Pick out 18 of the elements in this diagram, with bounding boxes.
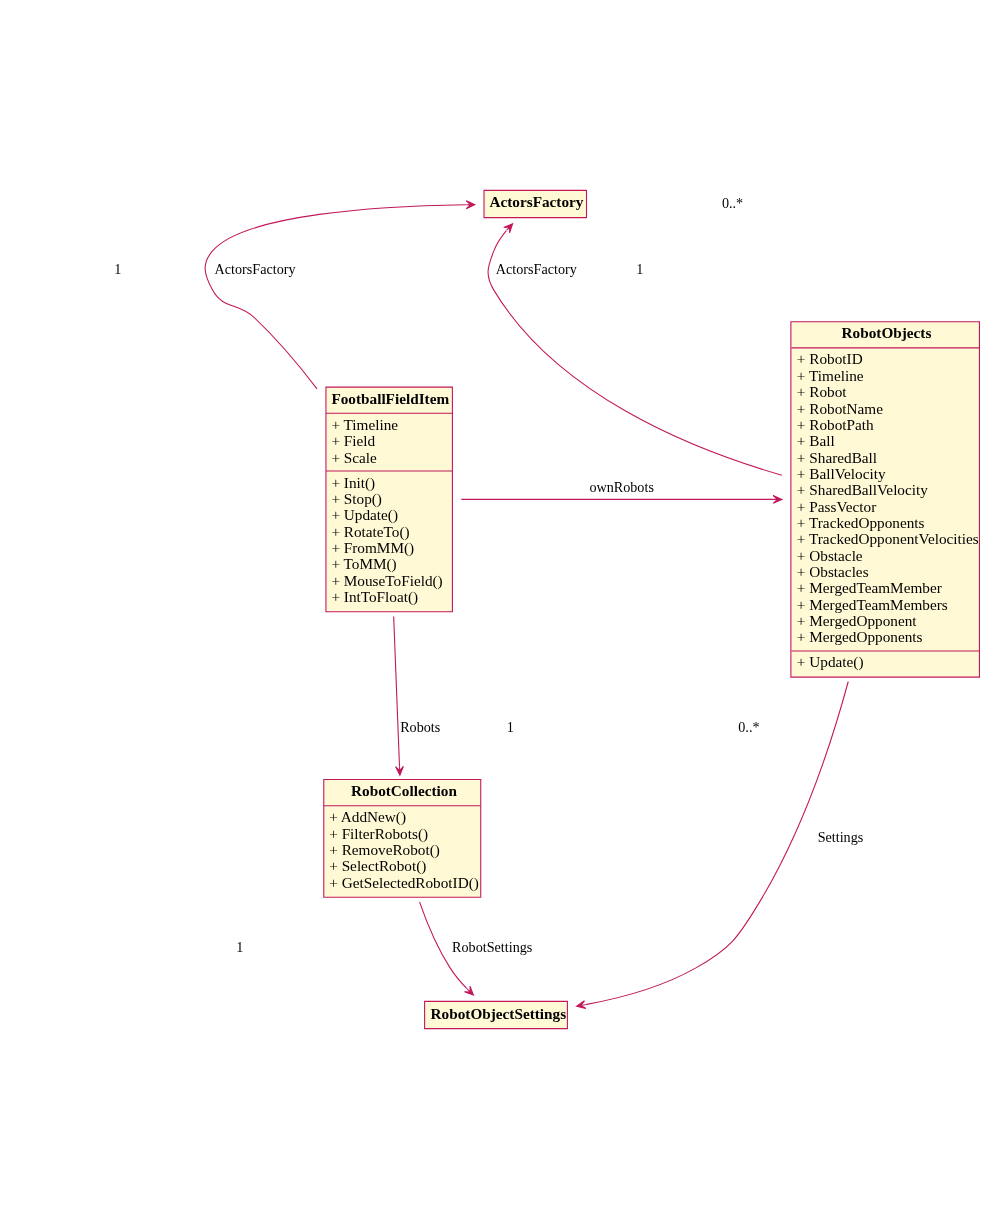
edge-label: ActorsFactory bbox=[495, 260, 577, 277]
edge-label: Settings bbox=[817, 828, 864, 845]
arrow bbox=[487, 222, 783, 476]
label: 0..* bbox=[738, 718, 760, 735]
edge-label: ActorsFactory bbox=[214, 260, 296, 277]
arrow bbox=[204, 199, 476, 389]
label: 0..* bbox=[721, 194, 744, 211]
edge-label: Robots bbox=[400, 718, 441, 735]
edge-label: ownRobots bbox=[589, 478, 654, 495]
arrow bbox=[418, 900, 474, 996]
arrow bbox=[393, 615, 404, 776]
label: 1 bbox=[506, 718, 514, 735]
edge-label: RobotSettings bbox=[452, 938, 533, 955]
label: 1 bbox=[114, 260, 122, 277]
label: 1 bbox=[636, 260, 644, 277]
arrow bbox=[576, 680, 849, 1009]
arrow bbox=[460, 494, 783, 504]
label: 1 bbox=[236, 938, 244, 955]
